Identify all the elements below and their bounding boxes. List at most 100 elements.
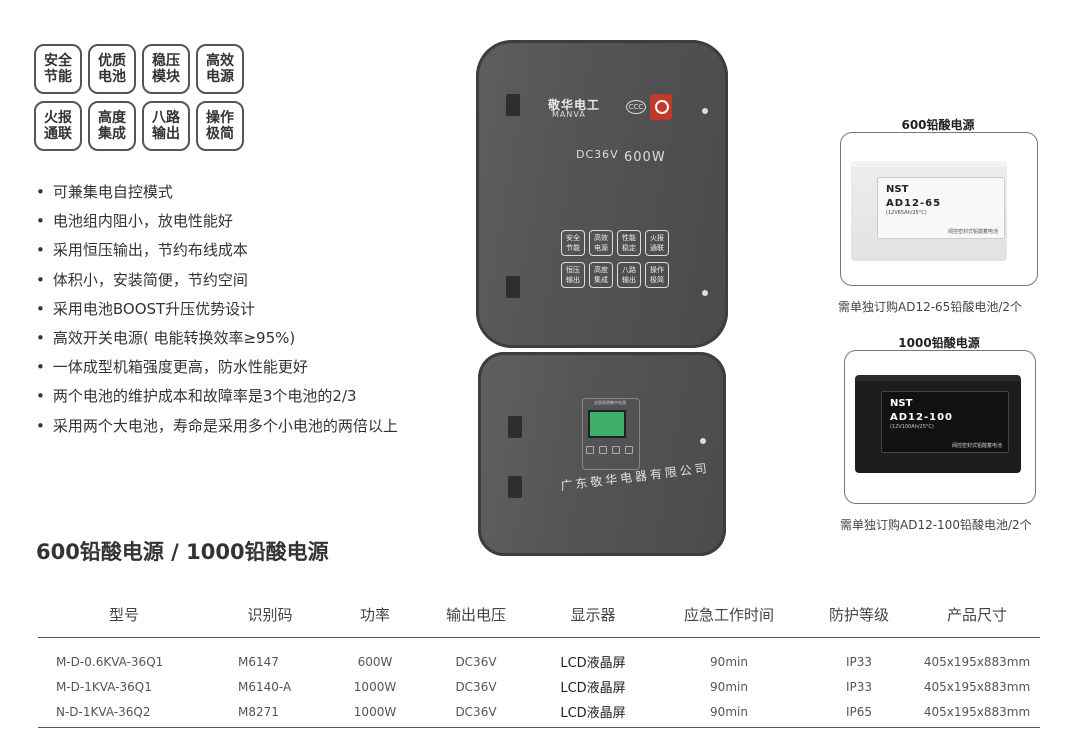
panel-badge: 恒压 输出: [561, 262, 585, 288]
bullet-item: 高效开关电源( 电能转换效率≥95%): [36, 324, 398, 353]
feature-badge: 高效 电源: [196, 44, 244, 94]
panel-badge: 高效 电源: [589, 230, 613, 256]
battery-label-note: 阀控密封式铅酸蓄电池: [952, 443, 1003, 449]
panel-badge: 八路 输出: [617, 262, 641, 288]
panel-badge: 高度 集成: [589, 262, 613, 288]
key-icon: [625, 446, 633, 454]
table-cell: M6147: [238, 654, 279, 669]
table-cell: 90min: [710, 654, 748, 669]
battery-capacity: (12V65Ah/25°C): [886, 210, 927, 216]
bullet-item: 两个电池的维护成本和故障率是3个电池的2/3: [36, 382, 398, 411]
bullet-item: 可兼集电自控模式: [36, 178, 398, 207]
table-cell: IP65: [804, 699, 914, 728]
column-header: 识别码: [210, 604, 330, 638]
device-brand-en: MANVA: [552, 110, 586, 119]
screw-icon: [702, 108, 708, 114]
battery-label-note: 阀控密封式铅酸蓄电池: [948, 229, 999, 235]
table-cell: DC36V: [455, 654, 497, 669]
battery-label: NST AD12-100 (12V100Ah/25°C) 阀控密封式铅酸蓄电池: [881, 391, 1009, 453]
battery-model: AD12-100: [890, 412, 953, 423]
cabinet-upper-box: 敬华电工 MANVA CCC DC36V 600W 安全 节能 高效 电源 性能…: [476, 40, 728, 348]
table-cell: M6140-A: [238, 679, 292, 694]
column-header: 产品尺寸: [914, 604, 1040, 638]
device-panel-buttons: 安全 节能 高效 电源 性能 稳定 火报 通联 恒压 输出 高度 集成 八路 输…: [561, 230, 669, 294]
feature-row: 安全 节能 优质 电池 稳压 模块 高效 电源: [34, 44, 274, 94]
hinge-icon: [508, 416, 522, 438]
table-cell: N-D-1KVA-36Q2: [38, 699, 210, 728]
table-row: N-D-1KVA-36Q2 M8271 1000W DC36V LCD液晶屏 9…: [38, 699, 1040, 728]
panel-row: 安全 节能 高效 电源 性能 稳定 火报 通联: [561, 230, 669, 256]
table-cell: IP33: [845, 679, 873, 694]
bullet-item: 采用恒压输出，节约布线成本: [36, 236, 398, 265]
bullet-item: 采用电池BOOST升压优势设计: [36, 295, 398, 324]
column-header: 输出电压: [420, 604, 532, 638]
lcd-screen: [588, 410, 626, 438]
battery-brand: NST: [890, 398, 913, 409]
key-icon: [599, 446, 607, 454]
screw-icon: [700, 438, 706, 444]
feature-bullet-list: 可兼集电自控模式 电池组内阻小，放电性能好 采用恒压输出，节约布线成本 体积小，…: [36, 178, 398, 441]
bullet-item: 体积小，安装简便，节约空间: [36, 266, 398, 295]
ccc-cert-icon: CCC: [626, 100, 646, 114]
certification-logo-icon: [650, 94, 672, 120]
bullet-item: 采用两个大电池，寿命是采用多个小电池的两倍以上: [36, 412, 398, 441]
table-cell: LCD液晶屏: [560, 681, 626, 696]
battery-600-caption: 需单独订购AD12-65铅酸电池/2个: [838, 300, 1022, 314]
feature-row: 火报 通联 高度 集成 八路 输出 操作 极简: [34, 101, 274, 151]
table-cell: 1000W: [353, 679, 397, 694]
table-cell: M-D-1KVA-36Q1: [56, 679, 152, 694]
column-header: 功率: [330, 604, 420, 638]
table-cell: 405x195x883mm: [923, 679, 1031, 694]
table-cell: DC36V: [420, 699, 532, 728]
panel-badge: 火报 通联: [645, 230, 669, 256]
battery-model: AD12-65: [886, 198, 942, 209]
feature-badge: 安全 节能: [34, 44, 82, 94]
table-cell: DC36V: [455, 679, 497, 694]
feature-badge: 火报 通联: [34, 101, 82, 151]
battery-label: NST AD12-65 (12V65Ah/25°C) 阀控密封式铅酸蓄电池: [877, 177, 1005, 239]
table-cell: 90min: [654, 699, 804, 728]
hinge-icon: [506, 276, 520, 298]
table-header-row: 型号 识别码 功率 输出电压 显示器 应急工作时间 防护等级 产品尺寸: [38, 604, 1040, 638]
panel-badge: 操作 极简: [645, 262, 669, 288]
device-voltage-label: DC36V: [576, 148, 619, 161]
cabinet-lower-box: 应急照明集中电源 广东敬华电器有限公司: [478, 352, 726, 556]
table-cell: 90min: [710, 679, 748, 694]
column-header: 型号: [38, 604, 210, 638]
table-row: M-D-1KVA-36Q1 M6140-A 1000W DC36V LCD液晶屏…: [38, 674, 1040, 699]
column-header: 防护等级: [804, 604, 914, 638]
column-header: 应急工作时间: [654, 604, 804, 638]
table-cell: 405x195x883mm: [923, 654, 1031, 669]
column-header: 显示器: [532, 604, 654, 638]
battery-1000-caption: 需单独订购AD12-100铅酸电池/2个: [840, 518, 1032, 532]
panel-row: 恒压 输出 高度 集成 八路 输出 操作 极简: [561, 262, 669, 288]
screw-icon: [702, 290, 708, 296]
feature-badge: 稳压 模块: [142, 44, 190, 94]
battery-image: NST AD12-65 (12V65Ah/25°C) 阀控密封式铅酸蓄电池: [851, 161, 1007, 261]
table-cell: 1000W: [330, 699, 420, 728]
table-cell: 600W: [357, 654, 393, 669]
battery-1000-title: 1000铅酸电源: [898, 336, 980, 350]
feature-badge: 高度 集成: [88, 101, 136, 151]
table-cell: M-D-0.6KVA-36Q1: [56, 654, 164, 669]
battery-600-title: 600铅酸电源: [901, 118, 975, 132]
feature-badge-grid: 安全 节能 优质 电池 稳压 模块 高效 电源 火报 通联 高度 集成 八路 输…: [34, 44, 274, 158]
lcd-keys: [586, 446, 633, 454]
power-supply-cabinet-image: 敬华电工 MANVA CCC DC36V 600W 安全 节能 高效 电源 性能…: [476, 40, 728, 556]
panel-badge: 安全 节能: [561, 230, 585, 256]
feature-badge: 优质 电池: [88, 44, 136, 94]
key-icon: [586, 446, 594, 454]
table-cell: LCD液晶屏: [532, 699, 654, 728]
panel-badge: 性能 稳定: [617, 230, 641, 256]
device-brand-logo: 敬华电工: [548, 98, 601, 112]
lcd-panel-title: 应急照明集中电源: [594, 400, 626, 405]
feature-badge: 操作 极简: [196, 101, 244, 151]
table-cell: LCD液晶屏: [560, 656, 626, 671]
hinge-icon: [506, 94, 520, 116]
table-cell: M8271: [210, 699, 330, 728]
table-cell: IP33: [845, 654, 873, 669]
battery-600-frame: NST AD12-65 (12V65Ah/25°C) 阀控密封式铅酸蓄电池: [840, 132, 1038, 286]
feature-badge: 八路 输出: [142, 101, 190, 151]
battery-image: NST AD12-100 (12V100Ah/25°C) 阀控密封式铅酸蓄电池: [855, 375, 1021, 473]
battery-1000-frame: NST AD12-100 (12V100Ah/25°C) 阀控密封式铅酸蓄电池: [844, 350, 1036, 504]
